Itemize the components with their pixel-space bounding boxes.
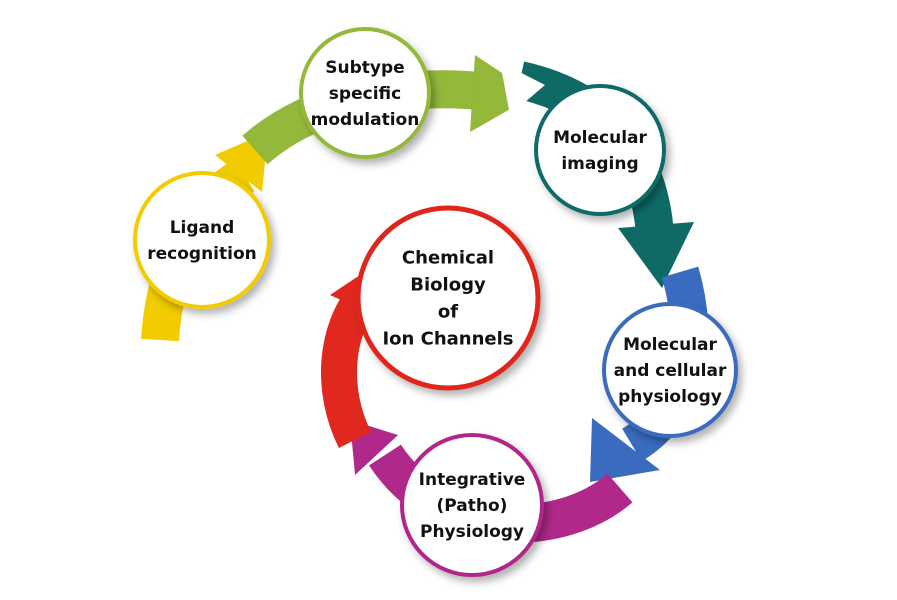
node-label-line: Molecular (553, 128, 647, 148)
circle-node (400, 433, 544, 577)
stage-node-5: Integrative (Patho) Physiology (400, 433, 544, 577)
node-label-line: modulation (311, 110, 420, 130)
circle-node (602, 302, 738, 438)
node-label-line: Integrative (419, 470, 526, 490)
node-label-line: recognition (147, 244, 257, 264)
node-label-line: Physiology (420, 522, 524, 542)
stage-node-4: Molecular and cellular physiology (602, 302, 738, 438)
stage-node-1: Ligand recognition (133, 171, 271, 309)
node-label-line: Ion Channels (382, 329, 513, 350)
node-label-line: Chemical (402, 248, 494, 269)
node-label-line: and cellular (614, 361, 727, 381)
node-label-line: Subtype (325, 58, 404, 78)
node-label-line: Biology (410, 275, 486, 296)
node-label-line: specific (329, 84, 401, 104)
node-label-line: of (438, 302, 458, 323)
node-label-line: Ligand (170, 218, 235, 238)
circle-node (355, 205, 541, 391)
node-label-line: physiology (618, 387, 722, 407)
stage-node-3: Molecular imaging (534, 84, 666, 216)
node-label-line: imaging (561, 154, 638, 174)
node-label-line: Molecular (623, 335, 717, 355)
circle-node (133, 171, 271, 309)
stage-node-2: Subtype specific modulation (299, 27, 431, 159)
circle-node (299, 27, 431, 159)
circle-node (534, 84, 666, 216)
node-label-line: (Patho) (437, 496, 508, 516)
